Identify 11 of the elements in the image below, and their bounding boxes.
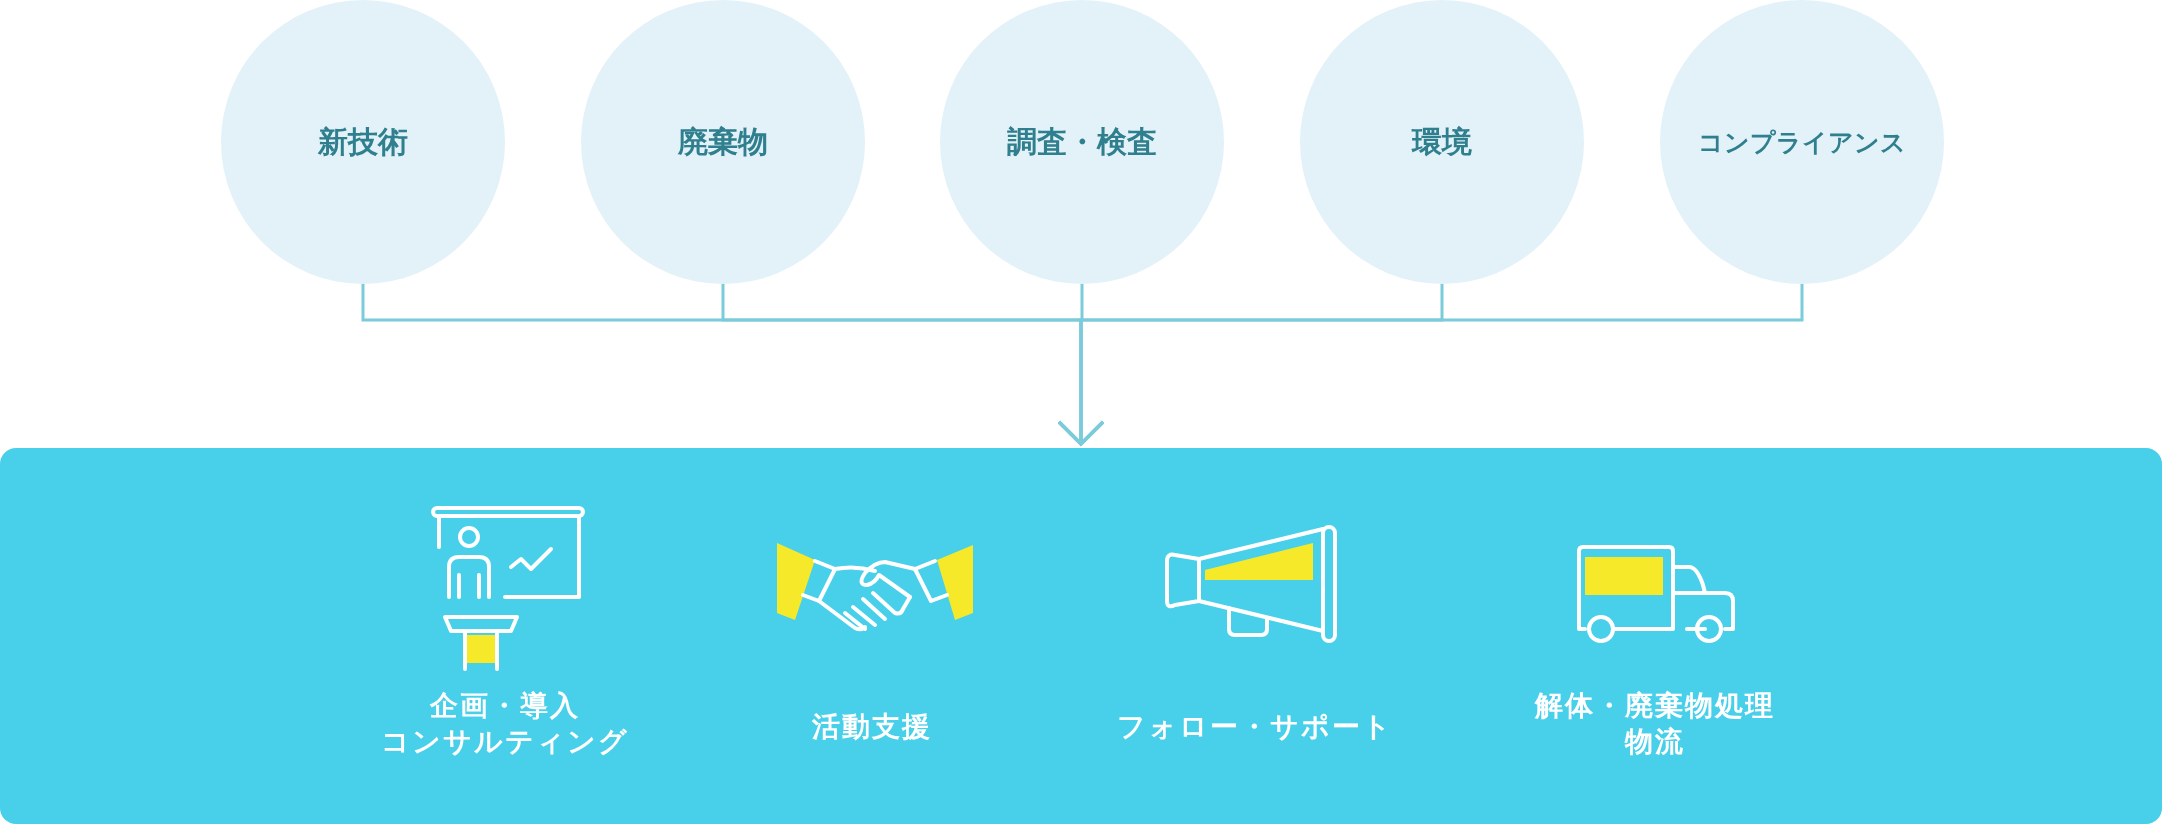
service-panel: [0, 448, 2162, 824]
topic-label: コンプライアンス: [1698, 126, 1906, 159]
service-label: 活動支援: [812, 709, 932, 745]
connector-arrow: [1057, 282, 1804, 446]
service-label: 解体・廃棄物処理物流: [1535, 688, 1775, 760]
topic-label: 新技術: [318, 122, 408, 161]
service-label: フォロー・サポート: [1117, 709, 1393, 745]
topic-label: 廃棄物: [678, 122, 768, 161]
topic-label: 環境: [1412, 122, 1472, 161]
topic-label: 調査・検査: [1007, 122, 1157, 161]
service-label: 企画・導入コンサルティング: [381, 688, 629, 760]
